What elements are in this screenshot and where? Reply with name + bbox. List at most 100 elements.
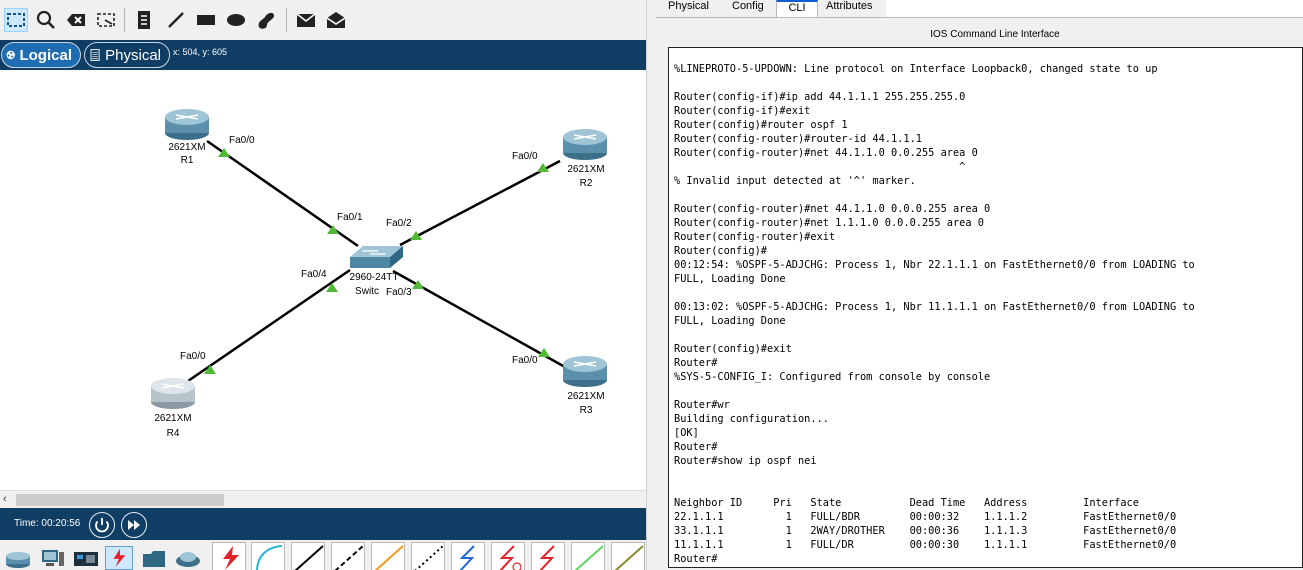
note-icon[interactable]: [132, 8, 156, 32]
r2-model-label: 2621XM: [567, 164, 604, 175]
auto-connection-icon[interactable]: [212, 542, 246, 570]
scrollbar-thumb[interactable]: [16, 494, 224, 506]
switch-2960[interactable]: [350, 246, 403, 268]
r3-port-label: Fa0/0: [512, 355, 538, 366]
physical-mode-button[interactable]: Physical: [84, 42, 170, 68]
delete-icon[interactable]: [64, 8, 88, 32]
link-light-sw1: [327, 225, 339, 234]
terminal-line: FULL, Loading Done: [674, 315, 786, 327]
device-config-pane: Physical Config CLI Attributes IOS Comma…: [656, 0, 1303, 570]
switch-name-label: Switc: [355, 286, 379, 297]
terminal-line: Router(config-router)#router-id 44.1.1.1: [674, 133, 922, 145]
octal-cable-icon[interactable]: [571, 542, 605, 570]
logical-mode-button[interactable]: Logical: [1, 42, 81, 68]
tab-attributes[interactable]: Attributes: [826, 0, 873, 12]
fiber-icon[interactable]: [371, 542, 405, 570]
serial-dce-icon[interactable]: [491, 542, 525, 570]
r1-name-label: R1: [181, 155, 194, 166]
select-icon[interactable]: [4, 8, 28, 32]
logical-workspace-pane: Logical Physical x: 504, y: 605: [0, 0, 646, 570]
terminal-line: Router#: [674, 553, 718, 565]
end-devices-icon[interactable]: [38, 546, 66, 570]
iot-cable-icon[interactable]: [611, 542, 645, 570]
tab-cli[interactable]: CLI: [776, 0, 818, 17]
terminal-line: Neighbor ID Pri State Dead Time Address …: [674, 497, 1139, 509]
terminal-line: FULL, Loading Done: [674, 273, 786, 285]
draw-line-icon[interactable]: [164, 8, 188, 32]
terminal-line: 11.1.1.1 1 FULL/DR 00:00:30 1.1.1.1 Fast…: [674, 539, 1177, 551]
ellipse-icon[interactable]: [224, 8, 248, 32]
fast-forward-icon: [128, 520, 140, 530]
r1-port-label: Fa0/0: [229, 135, 255, 146]
device-tabs: Physical Config CLI Attributes: [656, 0, 1303, 18]
terminal-line: Router(config)#exit: [674, 343, 792, 355]
terminal-line: %SYS-5-CONFIG_I: Configured from console…: [674, 371, 991, 383]
terminal-line: ^: [674, 161, 966, 173]
link-light-r3: [538, 348, 550, 357]
terminal-line: Building configuration...: [674, 413, 829, 425]
router-r3[interactable]: [563, 356, 607, 387]
physical-mode-label: Physical: [105, 46, 161, 64]
terminal-line: Router(config-if)#ip add 44.1.1.1 255.25…: [674, 91, 966, 103]
tab-physical[interactable]: Physical: [668, 0, 709, 12]
logical-mode-label: Logical: [19, 46, 72, 64]
network-devices-icon[interactable]: [4, 546, 32, 570]
link-light-r2: [537, 163, 549, 172]
terminal-line: Router(config-router)#net 44.1.1.0 0.0.0…: [674, 203, 991, 215]
multiuser-icon[interactable]: [174, 546, 202, 570]
fast-forward-button[interactable]: [121, 512, 147, 538]
scroll-left-icon[interactable]: ‹: [3, 493, 7, 505]
tab-config[interactable]: Config: [732, 0, 764, 12]
components-icon[interactable]: [72, 546, 100, 570]
terminal-line: 00:13:02: %OSPF-5-ADJCHG: Process 1, Nbr…: [674, 301, 1195, 313]
r3-model-label: 2621XM: [567, 391, 604, 402]
switch-port-3-label: Fa0/3: [386, 287, 412, 298]
horizontal-scrollbar[interactable]: ‹: [0, 490, 646, 508]
topology-canvas[interactable]: 2621XM R1 Fa0/0 2621XM R2 Fa0/0: [0, 70, 646, 490]
freeform-icon[interactable]: [254, 8, 278, 32]
link-r4-sw[interactable]: [187, 268, 351, 383]
coaxial-icon[interactable]: [451, 542, 485, 570]
r4-name-label: R4: [167, 428, 180, 439]
terminal-line: [674, 188, 1195, 202]
view-mode-bar: Logical Physical: [0, 40, 646, 70]
terminal-line: Router(config)#: [674, 245, 767, 257]
terminal-line: % Invalid input detected at '^' marker.: [674, 175, 916, 187]
switch-port-1-label: Fa0/1: [337, 212, 363, 223]
link-r2-sw[interactable]: [399, 159, 561, 247]
cli-title: IOS Command Line Interface: [930, 29, 1060, 40]
power-cycle-button[interactable]: [89, 512, 115, 538]
add-simple-pdu-icon[interactable]: [294, 8, 318, 32]
inspect-icon[interactable]: [34, 8, 58, 32]
switch-port-4-label: Fa0/4: [301, 269, 327, 280]
terminal-line: Router(config-router)#net 1.1.1.0 0.0.0.…: [674, 217, 984, 229]
terminal-line: [674, 384, 1195, 398]
cursor-coordinates: x: 504, y: 605: [173, 47, 228, 57]
router-r4[interactable]: [151, 378, 195, 409]
main-toolbar: [0, 0, 646, 40]
console-cable-icon[interactable]: [251, 542, 285, 570]
add-complex-pdu-icon[interactable]: [324, 8, 348, 32]
r4-port-label: Fa0/0: [180, 351, 206, 362]
copper-cross-icon[interactable]: [331, 542, 365, 570]
terminal-line: [674, 286, 1195, 300]
switch-model-label: 2960-24TT: [350, 272, 399, 283]
switch-port-2-label: Fa0/2: [386, 218, 412, 229]
router-r2[interactable]: [563, 129, 607, 160]
pane-divider[interactable]: [646, 0, 656, 570]
terminal-line: [674, 76, 1195, 90]
connections-icon[interactable]: [105, 546, 133, 570]
resize-shape-icon[interactable]: [94, 8, 118, 32]
copper-straight-icon[interactable]: [291, 542, 325, 570]
router-r1[interactable]: [165, 109, 209, 140]
r2-name-label: R2: [580, 178, 593, 189]
simulation-time-bar: Time: 00:20:56: [0, 508, 646, 540]
power-cycle-icon: [95, 518, 109, 533]
terminal-line: [674, 468, 1195, 482]
logical-view-icon: [6, 50, 15, 60]
phone-cable-icon[interactable]: [411, 542, 445, 570]
cli-terminal[interactable]: %LINEPROTO-5-UPDOWN: Line protocol on In…: [668, 47, 1303, 568]
rectangle-icon[interactable]: [194, 8, 218, 32]
miscellaneous-icon[interactable]: [140, 546, 168, 570]
serial-dte-icon[interactable]: [531, 542, 565, 570]
